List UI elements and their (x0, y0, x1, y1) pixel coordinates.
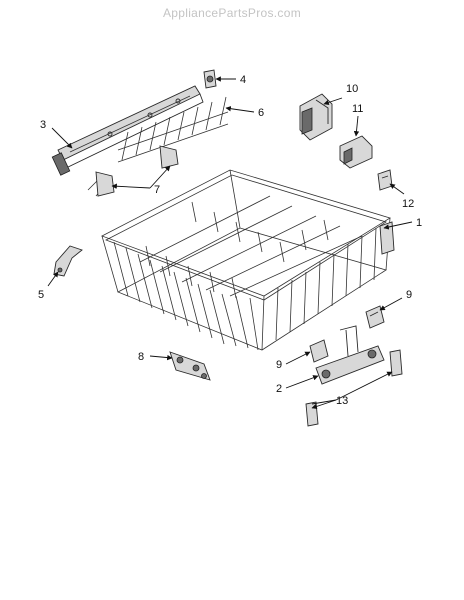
callout-6: 6 (258, 107, 264, 119)
part-12-clip (377, 169, 393, 191)
callout-5: 5 (38, 289, 44, 301)
callout-8: 8 (138, 351, 144, 363)
part-4-clip (203, 69, 217, 89)
callout-11: 11 (352, 103, 363, 115)
callout-10: 10 (346, 83, 358, 95)
watermark-text: AppliancePartsPros.com (163, 6, 301, 20)
callout-12: 12 (402, 198, 414, 210)
part-5-hook (53, 245, 83, 277)
part-2-wheel-carrier (315, 325, 385, 385)
callout-13: 13 (336, 395, 348, 407)
callout-2: 2 (276, 383, 282, 395)
callout-4: 4 (240, 74, 246, 86)
callout-7: 7 (154, 184, 160, 196)
callout-3: 3 (40, 119, 46, 131)
part-3-rail (51, 85, 204, 176)
leader-lines (47, 76, 413, 410)
part-9-clip-left (309, 339, 329, 363)
part-8-bracket (169, 351, 211, 381)
part-7-brackets (95, 145, 179, 197)
part-11-adjuster-cap (339, 135, 373, 169)
callout-9-left: 9 (276, 359, 282, 371)
callout-9-right: 9 (406, 289, 412, 301)
callout-1: 1 (416, 217, 422, 229)
part-9-clip-right (365, 305, 385, 329)
part-10-adjuster (299, 93, 333, 141)
part-1-rack (101, 169, 395, 351)
